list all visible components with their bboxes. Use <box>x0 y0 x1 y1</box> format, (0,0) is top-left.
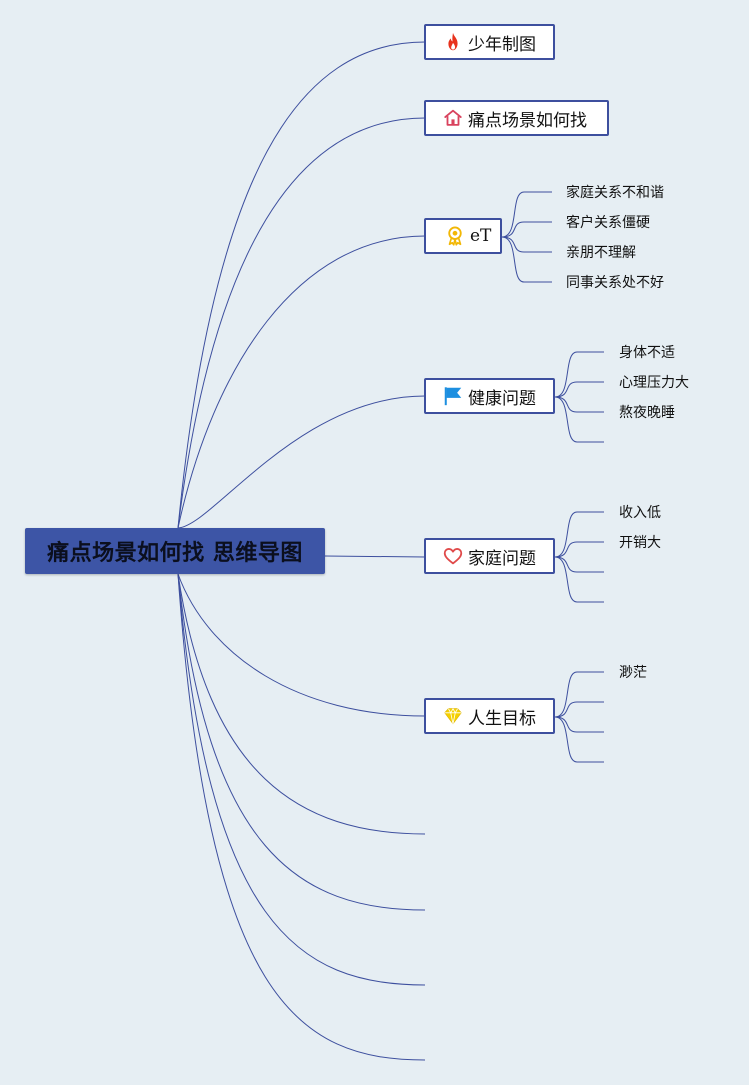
topic-label: 健康问题 <box>468 388 536 409</box>
sub-branch-line <box>554 556 604 603</box>
root-topic-label: 痛点场景如何找 思维导图 <box>47 541 303 566</box>
subtopic[interactable]: 亲朋不理解 <box>566 245 636 261</box>
topic-label: eT <box>470 226 492 246</box>
topic-label: 痛点场景如何找 <box>468 110 587 131</box>
sub-branch-line <box>501 191 552 238</box>
flag-icon <box>444 387 462 406</box>
fire-icon <box>448 32 458 51</box>
heart-icon <box>443 548 463 565</box>
sub-branch-line <box>501 236 552 283</box>
subtopic[interactable]: 开销大 <box>619 535 661 551</box>
sub-branch-line <box>554 396 604 413</box>
topic-label: 家庭问题 <box>468 548 536 569</box>
branch-line <box>177 395 426 529</box>
root-topic[interactable]: 痛点场景如何找 思维导图 <box>25 528 325 574</box>
subtopic[interactable]: 身体不适 <box>619 345 675 361</box>
sub-branch-line <box>554 351 604 398</box>
subtopic[interactable]: 渺茫 <box>619 665 647 681</box>
topic-et[interactable]: eT <box>424 218 502 254</box>
topic-shaonian-zhitu[interactable]: 少年制图 <box>424 24 555 60</box>
subtopic[interactable]: 客户关系僵硬 <box>566 215 650 231</box>
subtopic[interactable]: 心理压力大 <box>619 375 689 391</box>
sub-branch-line <box>501 236 552 253</box>
branch-line <box>324 555 426 558</box>
sub-branch-line <box>554 701 604 718</box>
topic-tongdian-changjing[interactable]: 痛点场景如何找 <box>424 100 609 136</box>
branch-line <box>177 573 426 1061</box>
home-icon <box>444 109 462 126</box>
sub-branch-line <box>554 541 604 558</box>
topic-label: 人生目标 <box>468 708 536 729</box>
diamond-icon <box>444 708 462 725</box>
sub-branch-line <box>554 716 604 733</box>
topic-label: 少年制图 <box>468 34 536 55</box>
award-medal-icon <box>448 226 462 246</box>
branch-line <box>177 573 426 717</box>
topic-rensheng-mubiao[interactable]: 人生目标 <box>424 698 555 734</box>
subtopic[interactable]: 家庭关系不和谐 <box>566 185 664 201</box>
sub-branch-line <box>554 716 604 763</box>
sub-branch-line <box>501 221 552 238</box>
subtopic[interactable]: 收入低 <box>619 505 661 521</box>
sub-branch-line <box>554 511 604 558</box>
branch-line <box>177 235 426 529</box>
sub-branch-line <box>554 671 604 718</box>
topic-jiankang-wenti[interactable]: 健康问题 <box>424 378 555 414</box>
topic-jiating-wenti[interactable]: 家庭问题 <box>424 538 555 574</box>
branch-line <box>177 573 426 835</box>
branch-line <box>177 117 426 529</box>
branch-line <box>177 573 426 986</box>
branch-line <box>177 41 426 529</box>
sub-branch-line <box>554 381 604 398</box>
sub-branch-line <box>554 556 604 573</box>
subtopic[interactable]: 熬夜晚睡 <box>619 405 675 421</box>
subtopic[interactable]: 同事关系处不好 <box>566 275 664 291</box>
branch-line <box>177 573 426 911</box>
sub-branch-line <box>554 396 604 443</box>
